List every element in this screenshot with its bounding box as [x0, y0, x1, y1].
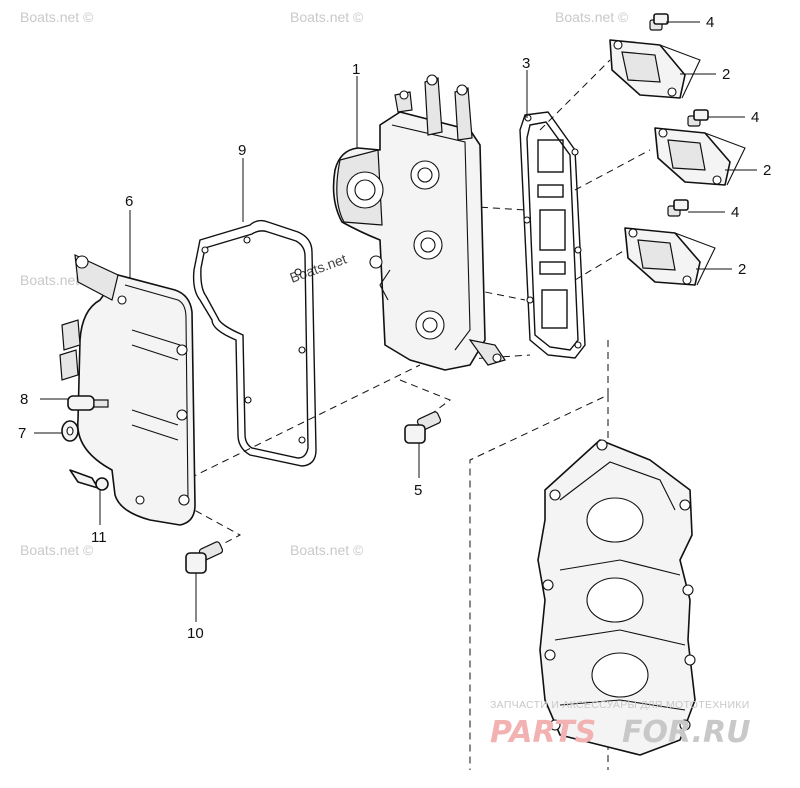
callout-2-bottom: 2: [738, 261, 746, 278]
watermark-top-center: Boats.net ©: [290, 9, 364, 25]
watermark-top-left: Boats.net ©: [20, 9, 94, 25]
part-4-bolt-middle: [687, 109, 709, 127]
dash-line-block-left: [469, 340, 609, 770]
dash-line-valve-3: [574, 249, 626, 281]
part-10-bolt: [185, 541, 224, 574]
part-6-cover: [59, 254, 196, 526]
watermark-center: Boats.net: [288, 251, 349, 286]
callout-8: 8: [20, 391, 28, 408]
dash-line-bolt-5: [399, 379, 452, 416]
callout-4-middle: 4: [751, 109, 759, 126]
dash-line-bolt-10: [184, 504, 242, 549]
watermark-top-right: Boats.net ©: [555, 9, 629, 25]
logo-brand-red: PARTS: [490, 715, 596, 750]
callout-10: 10: [187, 625, 204, 642]
callout-6: 6: [125, 193, 133, 210]
watermark-mid-left: Boats.net ©: [20, 272, 94, 288]
part-2-valve-bottom: [624, 227, 716, 286]
dash-line-cover-to-head: [189, 364, 421, 479]
part-3-gasket: [519, 111, 586, 359]
callout-2-top: 2: [722, 66, 730, 83]
callout-labels: 1 2 2 2 3 4 4 4 5 6 7 8 9 10 11: [18, 14, 771, 642]
watermark-bottom-center: Boats.net ©: [290, 542, 364, 558]
part-4-bolt-top: [649, 13, 669, 31]
callout-11: 11: [91, 529, 107, 546]
part-8-pin: [67, 395, 109, 411]
callout-5: 5: [414, 482, 422, 499]
part-7-washer: [61, 420, 79, 442]
callout-4-bottom: 4: [731, 204, 739, 221]
part-11-screw: [69, 469, 109, 491]
part-9-gasket: [192, 219, 317, 467]
callout-9: 9: [238, 142, 246, 159]
part-2-valve-top: [609, 39, 701, 99]
watermark-bottom-left: Boats.net ©: [20, 542, 94, 558]
partsfor-logo: ЗАПЧАСТИ И АКСЕССУАРЫ ДЛЯ МОТОТЕХНИКИ PA…: [490, 699, 751, 750]
dash-line-valve-2: [574, 149, 651, 191]
part-4-bolt-bottom: [667, 199, 689, 217]
logo-brand-gray: FOR.RU: [622, 715, 751, 750]
dash-line-valve-1: [539, 59, 611, 131]
callout-3: 3: [522, 55, 530, 72]
callout-4-top: 4: [706, 14, 714, 31]
callout-1: 1: [352, 61, 360, 78]
part-2-valve-middle: [654, 127, 746, 186]
engine-block: [537, 439, 696, 756]
callout-7: 7: [18, 425, 26, 442]
part-5-bolt: [404, 411, 442, 444]
part-1-cylinder-head: [332, 74, 506, 371]
leader-lines: [34, 21, 757, 622]
logo-tagline: ЗАПЧАСТИ И АКСЕССУАРЫ ДЛЯ МОТОТЕХНИКИ: [490, 699, 750, 711]
callout-2-middle: 2: [763, 162, 771, 179]
